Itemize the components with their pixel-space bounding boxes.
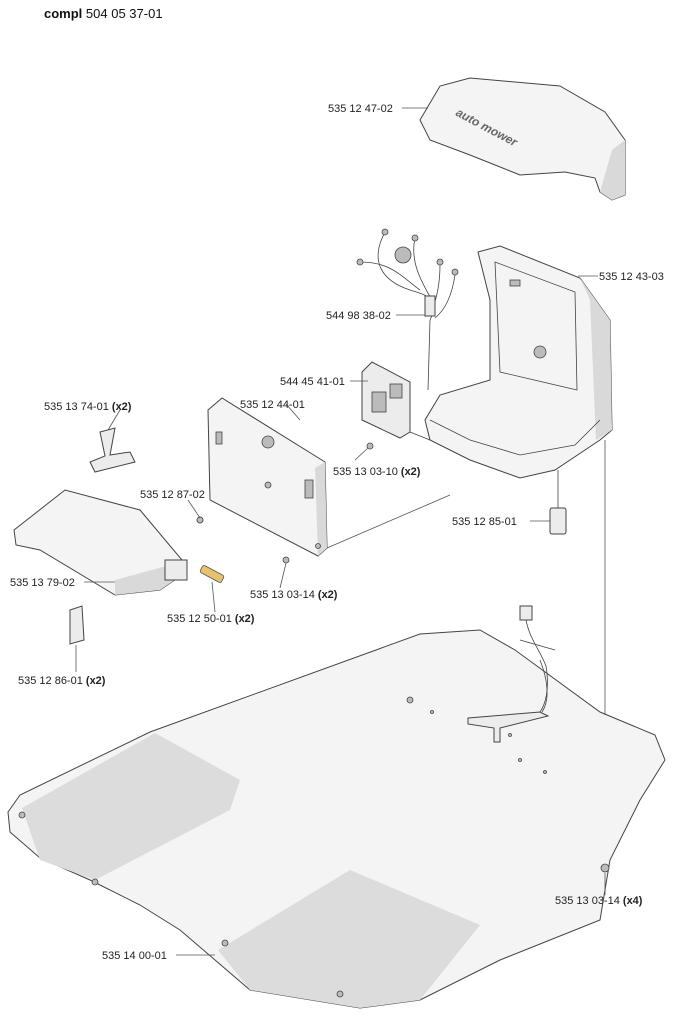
bracket-drawing[interactable] xyxy=(89,427,136,473)
label-screw-b: 535 13 03-14 (x2) xyxy=(250,589,338,601)
label-cover: 535 12 47-02 xyxy=(328,103,393,115)
rod-drawing[interactable] xyxy=(199,565,225,583)
label-screw-c: 535 13 03-14 (x4) xyxy=(555,895,643,907)
label-back-plate: 535 12 44-01 xyxy=(240,399,305,411)
label-screw-a: 535 13 03-10 (x2) xyxy=(333,466,421,478)
diagram-title: compl 504 05 37-01 xyxy=(44,6,163,21)
clip-drawing[interactable] xyxy=(69,605,85,645)
label-clip: 535 12 86-01 (x2) xyxy=(18,675,106,687)
label-cable-harness: 544 98 38-02 xyxy=(326,310,391,322)
top-cover-drawing[interactable]: auto mower xyxy=(419,77,626,201)
title-prefix: compl xyxy=(44,6,83,21)
base-cable-drawing[interactable] xyxy=(519,605,556,713)
label-pcb: 544 45 41-01 xyxy=(280,376,345,388)
base-plate-drawing[interactable] xyxy=(7,629,666,1009)
back-plate-drawing[interactable] xyxy=(207,397,451,557)
screw-drawings xyxy=(196,442,610,873)
label-rod: 535 12 50-01 (x2) xyxy=(167,613,255,625)
label-chassis: 535 12 43-03 xyxy=(599,271,664,283)
label-pin: 535 12 87-02 xyxy=(140,489,205,501)
label-bracket: 535 13 74-01 (x2) xyxy=(44,401,132,413)
label-base-plate: 535 14 00-01 xyxy=(102,950,167,962)
wire-guide-drawing[interactable] xyxy=(13,489,204,596)
title-number: 504 05 37-01 xyxy=(85,6,163,21)
cable-harness-drawing[interactable] xyxy=(356,228,459,391)
pcb-drawing[interactable] xyxy=(361,361,431,441)
chassis-drawing[interactable] xyxy=(424,245,613,479)
part-labels: 535 12 47-02 535 12 43-03 544 98 38-02 5… xyxy=(10,103,664,962)
plug-drawing[interactable] xyxy=(549,470,567,535)
leader-lines xyxy=(75,107,606,956)
label-plug: 535 12 85-01 xyxy=(452,516,517,528)
label-wire-guide: 535 13 79-02 xyxy=(10,577,75,589)
